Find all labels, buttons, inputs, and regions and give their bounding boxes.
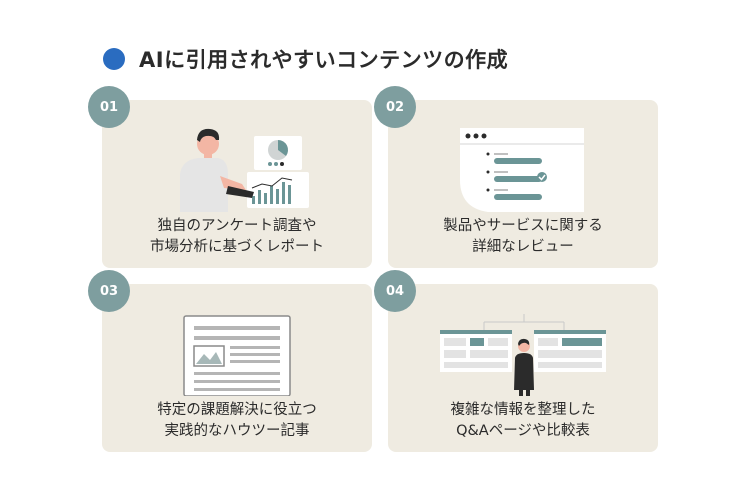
section-header: AIに引用されやすいコンテンツの作成 (103, 44, 508, 74)
card-caption: 複雑な情報を整理した Q&Aページや比較表 (388, 400, 658, 442)
caption-line: 詳細なレビュー (472, 239, 574, 255)
section-title: AIに引用されやすいコンテンツの作成 (139, 48, 509, 72)
card-qa-comparison: 複雑な情報を整理した Q&Aページや比較表 (388, 284, 658, 452)
article-illustration-icon (183, 315, 291, 396)
person-with-charts-illustration-icon (180, 128, 309, 212)
card-survey-report: 独自のアンケート調査や 市場分析に基づくレポート (102, 100, 372, 268)
comparison-table-illustration-icon (440, 314, 606, 396)
bullet-dot-icon (103, 48, 125, 70)
card-number-badge: 02 (374, 86, 416, 128)
caption-line: 市場分析に基づくレポート (150, 239, 324, 255)
card-number-badge: 04 (374, 270, 416, 312)
card-number-badge: 01 (88, 86, 130, 128)
review-list-illustration-icon (460, 128, 584, 212)
card-caption: 製品やサービスに関する 詳細なレビュー (388, 216, 658, 258)
card-number-badge: 03 (88, 270, 130, 312)
card-howto-article: 特定の課題解決に役立つ 実践的なハウツー記事 (102, 284, 372, 452)
card-caption: 独自のアンケート調査や 市場分析に基づくレポート (102, 216, 372, 258)
caption-line: Q&Aページや比較表 (456, 423, 590, 439)
caption-line: 製品やサービスに関する (443, 218, 603, 234)
caption-line: 特定の課題解決に役立つ (157, 402, 317, 418)
caption-line: 実践的なハウツー記事 (164, 423, 310, 439)
caption-line: 複雑な情報を整理した (450, 402, 596, 418)
caption-line: 独自のアンケート調査や (157, 218, 317, 234)
card-review: 製品やサービスに関する 詳細なレビュー (388, 100, 658, 268)
card-caption: 特定の課題解決に役立つ 実践的なハウツー記事 (102, 400, 372, 442)
